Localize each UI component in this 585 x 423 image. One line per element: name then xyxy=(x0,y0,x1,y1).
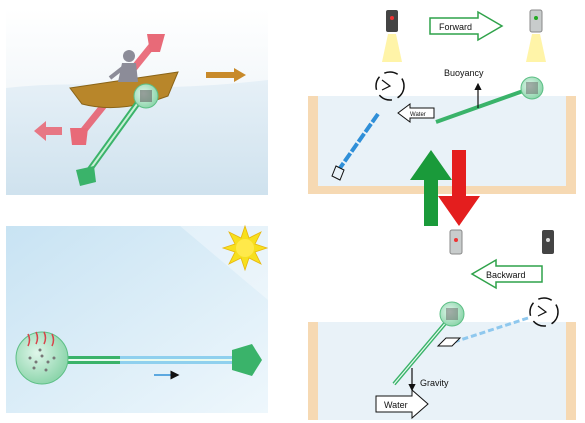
rotation-arrows-icon xyxy=(375,71,405,101)
actuator-sinking-blue xyxy=(331,112,380,181)
actuator-floating-green xyxy=(435,76,544,124)
cycle-arrow-down-red xyxy=(438,150,480,226)
gravity-label: Gravity xyxy=(420,378,449,388)
water-arrow-large: Water xyxy=(375,388,429,420)
tank-bottom xyxy=(308,322,576,420)
flashlight-icon xyxy=(526,9,546,62)
flashlight-icon xyxy=(542,230,554,254)
flashlight-icon xyxy=(382,10,402,62)
forward-arrow: Forward xyxy=(429,10,504,42)
panel-sun xyxy=(6,224,269,413)
water-large-label: Water xyxy=(384,400,408,410)
panel-rowing xyxy=(6,8,268,195)
rower-figure-icon xyxy=(108,50,138,82)
backward-label: Backward xyxy=(486,270,526,280)
actuator-sinking-green xyxy=(392,301,465,386)
buoyancy-label: Buoyancy xyxy=(444,68,484,78)
panel-backward: Backward Gravity Water xyxy=(308,229,576,420)
rotation-arrows-icon xyxy=(529,297,559,327)
forward-label: Forward xyxy=(439,22,472,32)
backward-arrow: Backward xyxy=(470,258,543,290)
cycle-arrow-up-green xyxy=(410,150,452,226)
motion-arrow-red xyxy=(34,121,62,141)
motion-arrow-orange xyxy=(206,68,246,82)
flashlight-icon xyxy=(449,229,463,255)
actuator-light-trail xyxy=(436,316,529,347)
actuator-heated xyxy=(15,331,262,385)
water-small-label: Water xyxy=(410,112,426,118)
buoyancy-arrow: Buoyancy xyxy=(444,68,484,108)
oar-green-actuator xyxy=(76,83,159,186)
gravity-arrow: Gravity xyxy=(408,368,449,392)
water-arrow-small: Water xyxy=(397,103,435,123)
sun-icon xyxy=(221,224,269,272)
